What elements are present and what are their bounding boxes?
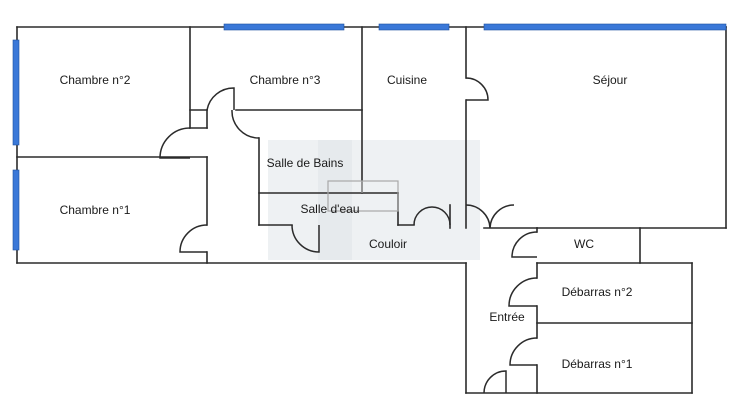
label-chambre2: Chambre n°2 <box>60 73 131 87</box>
window-chambre2 <box>12 39 20 146</box>
door-wc <box>511 231 538 258</box>
window-chambre3 <box>223 23 345 31</box>
door-chambre2 <box>159 127 191 159</box>
label-chambre3: Chambre n°3 <box>250 73 321 87</box>
door-debarras1 <box>509 337 538 366</box>
door-cuisine-corridor <box>413 206 451 226</box>
bathroom-fixtures <box>327 180 399 212</box>
door-sejour-entree <box>465 204 491 229</box>
window-sejour <box>483 23 727 31</box>
window-chambre1 <box>12 169 20 251</box>
label-couloir: Couloir <box>369 237 407 251</box>
label-chambre1: Chambre n°1 <box>60 203 131 217</box>
door-sdb <box>231 109 260 139</box>
label-cuisine: Cuisine <box>387 73 427 87</box>
label-salle-deau: Salle d'eau <box>300 202 359 216</box>
door-debarras2 <box>508 277 538 307</box>
window-cuisine <box>378 23 450 31</box>
door-chambre3 <box>206 87 235 111</box>
label-salle-de-bains: Salle de Bains <box>267 156 344 170</box>
door-entree-main <box>483 370 507 394</box>
windows <box>12 23 727 251</box>
label-sejour: Séjour <box>593 73 628 87</box>
label-wc: WC <box>574 237 594 251</box>
door-sejour-entree-2 <box>489 204 515 229</box>
doors <box>159 77 538 394</box>
label-entree: Entrée <box>489 310 525 324</box>
watermark <box>268 140 480 260</box>
walls <box>16 26 727 394</box>
door-chambre1 <box>179 224 208 253</box>
door-cuisine-sejour <box>465 77 489 101</box>
door-sde <box>291 224 320 253</box>
label-debarras2: Débarras n°2 <box>562 285 633 299</box>
label-debarras1: Débarras n°1 <box>562 357 633 371</box>
room-labels: Chambre n°2 Chambre n°3 Cuisine Séjour S… <box>60 73 633 371</box>
